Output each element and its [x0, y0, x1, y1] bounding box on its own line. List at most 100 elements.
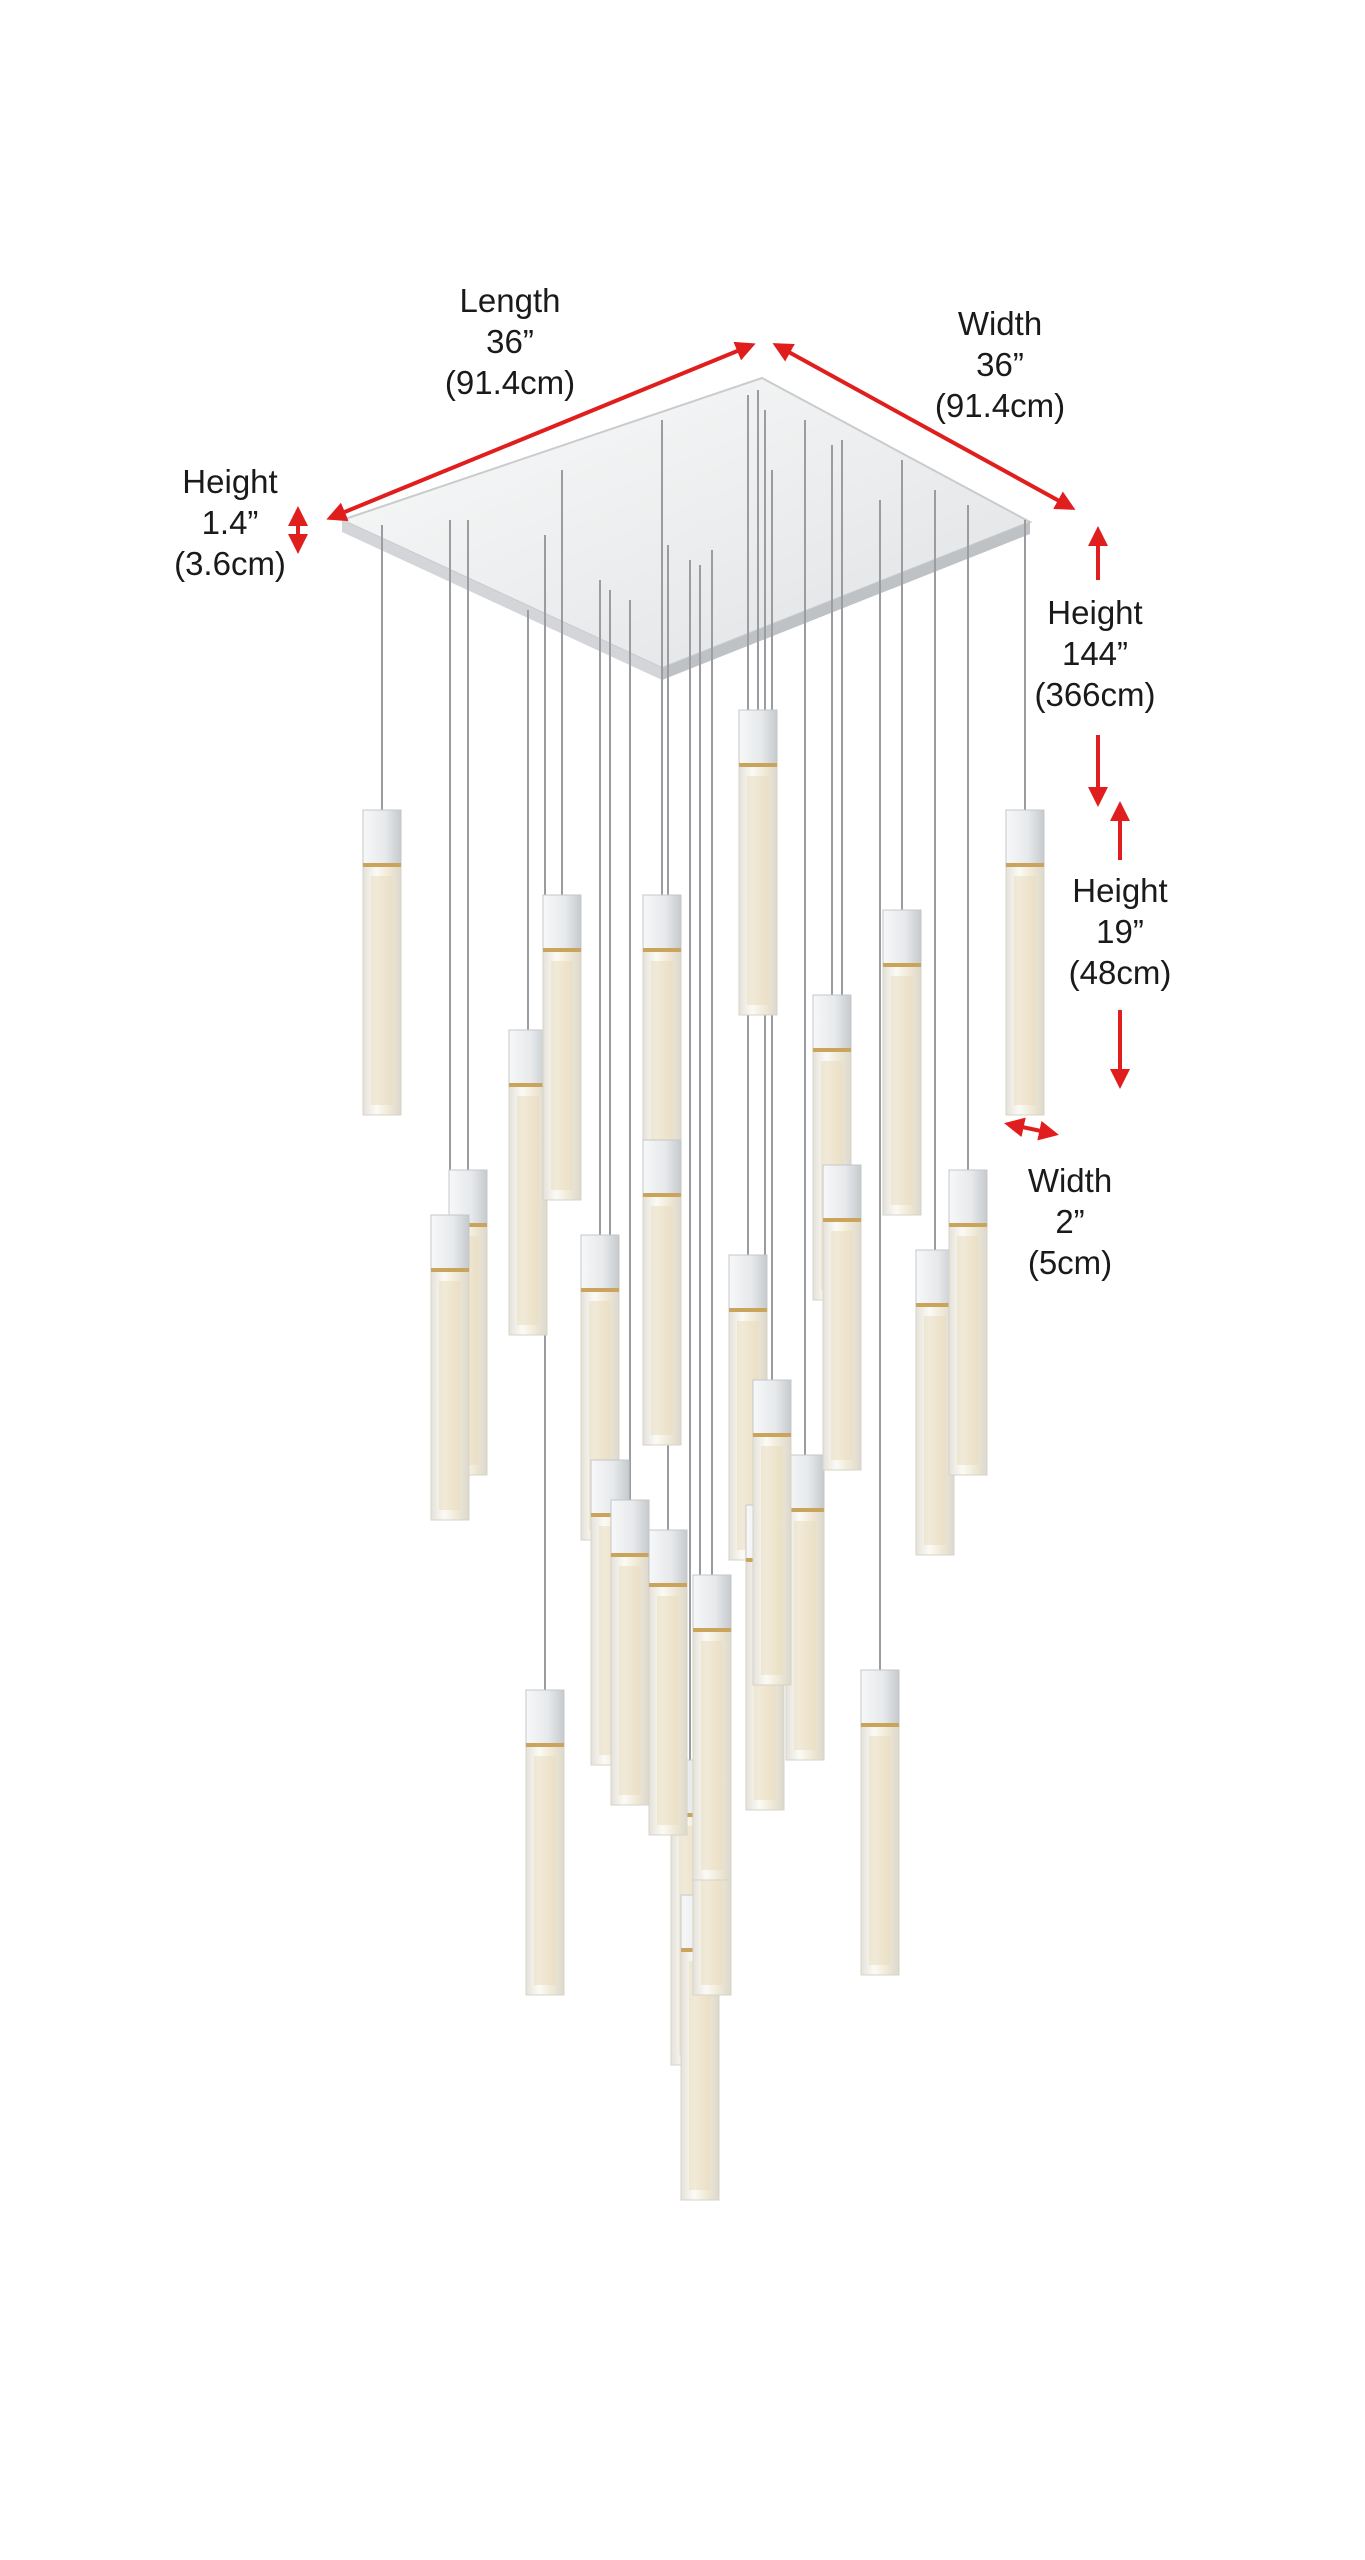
pendant-crystal-glow	[1014, 876, 1036, 1105]
pendant-ring	[1006, 863, 1044, 867]
pendant-cap	[860, 1669, 900, 1727]
pendant-crystal-glow	[657, 1596, 679, 1825]
max-height-label-title: Height	[1047, 594, 1143, 631]
canopy-height-label-title: Height	[182, 463, 278, 500]
pendant-cap	[882, 909, 922, 967]
pendant-crystal-icon	[728, 1254, 768, 1561]
width-label-cm: (91.4cm)	[934, 387, 1066, 424]
pendant-crystal-icon	[508, 1029, 548, 1336]
pendant-ring	[813, 1048, 851, 1052]
canopy-height-label-cm: (3.6cm)	[174, 545, 286, 582]
pendant-ring	[431, 1268, 469, 1272]
pendant-height-label-cm: (48cm)	[1068, 954, 1172, 991]
pendant-crystal-icon	[692, 1574, 732, 1881]
pendant-ring	[916, 1303, 954, 1307]
pendant-crystal-glow	[701, 1641, 723, 1870]
pendant-ring	[739, 763, 777, 767]
pendant-ring	[643, 948, 681, 952]
pendant-ring	[581, 1288, 619, 1292]
pendant-height-label-inches: 19”	[1096, 913, 1144, 950]
pendant-crystal-glow	[551, 961, 573, 1190]
pendant-cap	[430, 1214, 470, 1272]
pendant-crystal-glow	[689, 1961, 711, 2190]
pendant-crystal-glow	[831, 1231, 853, 1460]
pendant-crystal-icon	[430, 1214, 470, 1521]
pendant-crystal-glow	[517, 1096, 539, 1325]
pendant-cap	[642, 894, 682, 952]
pendant-ring	[693, 1628, 731, 1632]
pendant-crystal-icon	[542, 894, 582, 1201]
pendant-cap	[1005, 809, 1045, 867]
pendant-cap	[648, 1529, 688, 1587]
max-height-label: Height 144” (366cm)	[1010, 592, 1180, 715]
pendant-crystal-icon	[1005, 809, 1045, 1116]
pendant-crystal-icon	[648, 1529, 688, 1836]
max-height-label-inches: 144”	[1061, 635, 1129, 672]
pendant-width-label-title: Width	[1027, 1162, 1113, 1199]
pendant-crystal-icon	[948, 1169, 988, 1476]
canopy-height-label: Height 1.4” (3.6cm)	[150, 461, 310, 584]
pendant-cap	[752, 1379, 792, 1437]
pendant-crystal-glow	[651, 1206, 673, 1435]
pendant-width-arrow-icon	[1004, 1117, 1059, 1141]
pendant-crystal-icon	[860, 1669, 900, 1976]
pendant-ring	[786, 1508, 824, 1512]
length-label-inches: 36”	[486, 323, 534, 360]
pendant-cap	[692, 1574, 732, 1632]
pendant-crystal-glow	[747, 776, 769, 1005]
pendant-ring	[883, 963, 921, 967]
pendant-cap	[785, 1454, 825, 1512]
pendant-cap	[915, 1249, 955, 1307]
width-arrow-icon	[772, 343, 1076, 510]
pendant-crystal-glow	[619, 1566, 641, 1795]
pendant-crystal-icon	[822, 1164, 862, 1471]
pendant-ring	[611, 1553, 649, 1557]
pendant-crystal-icon	[752, 1379, 792, 1686]
dimension-arrows	[288, 341, 1130, 1141]
pendant-height-label: Height 19” (48cm)	[1040, 870, 1200, 993]
pendant-crystals	[362, 709, 1045, 2201]
canopy-height-label-inches: 1.4”	[201, 504, 259, 541]
pendant-crystal-icon	[642, 1139, 682, 1446]
pendant-cap	[542, 894, 582, 952]
pendant-crystal-glow	[794, 1521, 816, 1750]
pendant-width-label: Width 2” (5cm)	[1000, 1160, 1140, 1283]
pendant-cap	[508, 1029, 548, 1087]
pendant-crystal-glow	[957, 1236, 979, 1465]
pendant-ring	[643, 1193, 681, 1197]
pendant-ring	[526, 1743, 564, 1747]
length-label-cm: (91.4cm)	[444, 364, 576, 401]
width-label-inches: 36”	[976, 346, 1024, 383]
pendant-ring	[861, 1723, 899, 1727]
pendant-ring	[363, 863, 401, 867]
pendant-crystal-glow	[761, 1446, 783, 1675]
pendant-crystal-icon	[785, 1454, 825, 1761]
pendant-crystal-icon	[915, 1249, 955, 1556]
pendant-width-label-inches: 2”	[1055, 1203, 1085, 1240]
max-height-label-cm: (366cm)	[1034, 676, 1156, 713]
pendant-ring	[543, 948, 581, 952]
pendant-ring	[753, 1433, 791, 1437]
width-label: Width 36” (91.4cm)	[910, 303, 1090, 426]
length-label: Length 36” (91.4cm)	[425, 280, 595, 403]
pendant-ring	[591, 1513, 629, 1517]
pendant-cap	[948, 1169, 988, 1227]
pendant-ring	[949, 1223, 987, 1227]
pendant-crystal-glow	[534, 1756, 556, 1985]
pendant-ring	[509, 1083, 547, 1087]
pendant-ring	[729, 1308, 767, 1312]
pendant-crystal-glow	[651, 961, 673, 1190]
pendant-cap	[822, 1164, 862, 1222]
pendant-crystal-glow	[439, 1281, 461, 1510]
length-arrow-icon	[326, 341, 756, 522]
pendant-crystal-icon	[882, 909, 922, 1216]
width-label-title: Width	[957, 305, 1043, 342]
pendant-crystal-icon	[738, 709, 778, 1016]
pendant-crystal-glow	[891, 976, 913, 1205]
pendant-cap	[728, 1254, 768, 1312]
pendant-cap	[610, 1499, 650, 1557]
pendant-crystal-glow	[371, 876, 393, 1105]
pendant-width-label-cm: (5cm)	[1027, 1244, 1113, 1281]
pendant-crystal-icon	[362, 809, 402, 1116]
